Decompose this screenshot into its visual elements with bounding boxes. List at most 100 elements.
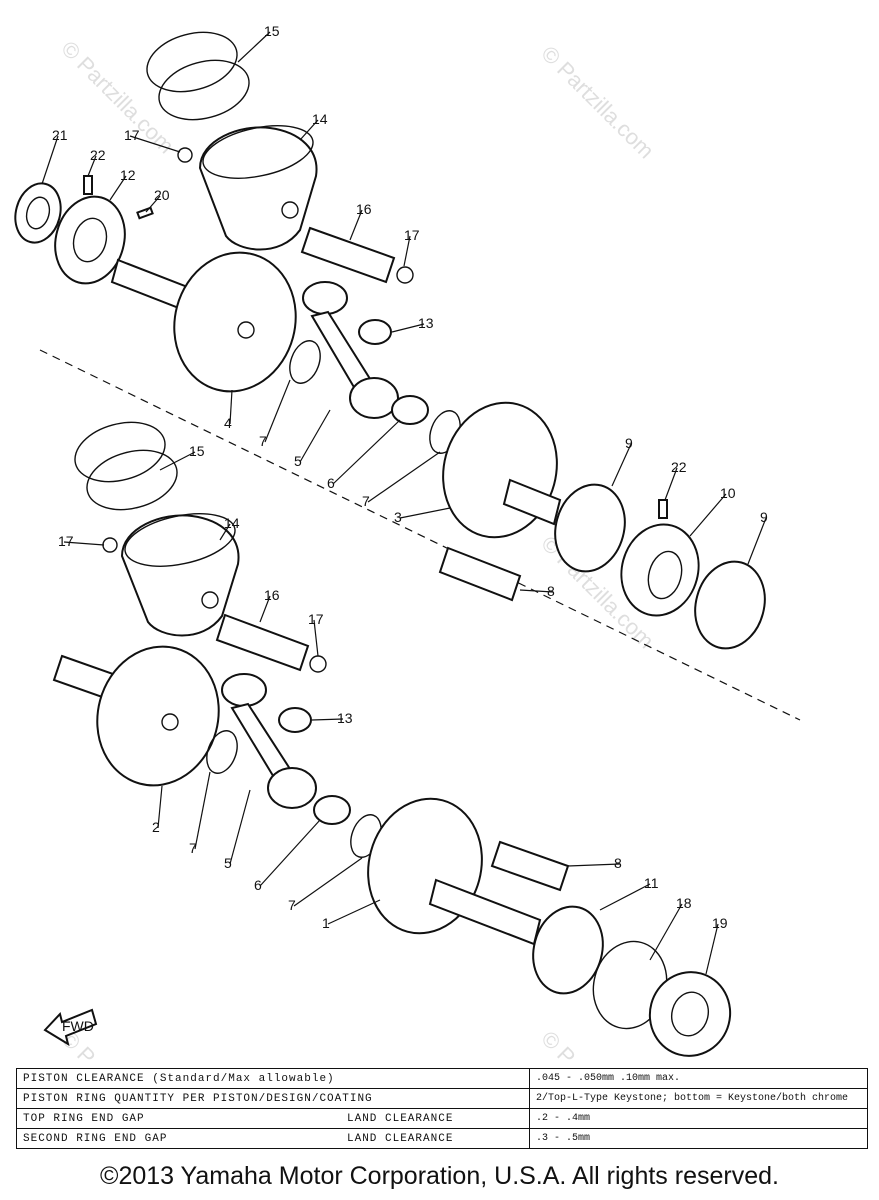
callout-leader xyxy=(404,236,410,266)
callout-number: 17 xyxy=(58,533,74,549)
callout-leader xyxy=(110,176,126,200)
callout-number: 14 xyxy=(312,111,328,127)
callout-leader xyxy=(260,820,320,886)
callout-leader xyxy=(300,410,330,462)
callout-number: 5 xyxy=(224,855,232,871)
spec-table: PISTON CLEARANCE (Standard/Max allowable… xyxy=(16,1068,868,1149)
callout-number: 15 xyxy=(189,443,205,459)
needle-bearing-13-upper xyxy=(359,320,391,344)
callout-leader xyxy=(568,864,620,866)
spec-row: PISTON CLEARANCE (Standard/Max allowable… xyxy=(16,1068,868,1089)
callout-number: 6 xyxy=(254,877,262,893)
fwd-arrow: FWD xyxy=(45,1010,96,1044)
callout-leader xyxy=(312,719,343,720)
spec-sublabel: LAND CLEARANCE xyxy=(347,1132,454,1145)
callout-number: 7 xyxy=(362,493,370,509)
piston-pin-hole-upper xyxy=(282,202,298,218)
callout-leader xyxy=(230,790,250,864)
oil-seal-19 xyxy=(640,963,739,1060)
spec-label-cell: PISTON RING QUANTITY PER PISTON/DESIGN/C… xyxy=(16,1088,530,1109)
callout-leader xyxy=(328,900,380,924)
oil-seal-19-inner xyxy=(667,988,713,1040)
callout-leader xyxy=(665,468,677,500)
needle-bearing-13-lower xyxy=(279,708,311,732)
bearing-12-inner xyxy=(69,215,111,266)
callout-leader xyxy=(42,136,58,184)
callout-leader xyxy=(195,772,210,849)
dowel-pin-upper xyxy=(84,176,92,194)
conrod-big-end-lower xyxy=(268,768,316,808)
callout-number: 21 xyxy=(52,127,68,143)
fwd-label: FWD xyxy=(62,1018,94,1034)
bearing-11 xyxy=(524,899,612,1002)
callout-number: 7 xyxy=(189,840,197,856)
circlip-upper-right xyxy=(397,267,413,283)
callout-leader xyxy=(706,924,718,974)
spec-value: .2 - .4mm xyxy=(529,1108,868,1129)
callout-leader xyxy=(392,324,424,332)
crank-pin-8-lower xyxy=(492,842,568,890)
callout-number: 22 xyxy=(90,147,106,163)
callout-leader xyxy=(400,508,450,518)
crank-pin-8-upper xyxy=(440,548,520,600)
watermark-5: © Partzilla.com xyxy=(536,1026,659,1060)
callout-labels: 1514171617212212201347567392210981514171… xyxy=(42,23,768,974)
callout-leader xyxy=(314,620,318,656)
spec-row: PISTON RING QUANTITY PER PISTON/DESIGN/C… xyxy=(16,1088,868,1109)
watermark-1: © Partzilla.com xyxy=(56,36,179,159)
callout-number: 7 xyxy=(259,433,267,449)
callout-number: 17 xyxy=(124,127,140,143)
callout-number: 8 xyxy=(547,583,555,599)
callout-number: 6 xyxy=(327,475,335,491)
circlip-lower-right xyxy=(310,656,326,672)
callout-number: 17 xyxy=(404,227,420,243)
callout-number: 13 xyxy=(418,315,434,331)
spec-value: .045 - .050mm .10mm max. xyxy=(529,1068,868,1089)
spec-label: PISTON CLEARANCE (Standard/Max allowable… xyxy=(23,1072,335,1085)
callout-leader xyxy=(146,196,160,212)
callout-leader xyxy=(748,518,766,564)
callout-leader xyxy=(160,452,195,470)
callout-number: 17 xyxy=(308,611,324,627)
circlip-upper-left xyxy=(178,148,192,162)
labyrinth-seal-10 xyxy=(611,516,708,625)
spec-value: .3 - .5mm xyxy=(529,1128,868,1149)
piston-upper xyxy=(200,127,317,249)
callout-number: 13 xyxy=(337,710,353,726)
conrod-small-end-lower xyxy=(222,674,266,706)
callout-leader xyxy=(64,542,104,545)
piston-ring-upper-b xyxy=(152,51,255,129)
spec-label-cell: PISTON CLEARANCE (Standard/Max allowable… xyxy=(16,1068,530,1089)
piston-crown-upper xyxy=(198,117,318,187)
crank-shaft-3 xyxy=(504,480,560,524)
callout-number: 2 xyxy=(152,819,160,835)
circlip-lower-left xyxy=(103,538,117,552)
fwd-arrow-icon xyxy=(45,1010,96,1044)
callout-leader xyxy=(650,904,682,960)
needle-bearing-6-upper xyxy=(392,396,428,424)
upper-assembly xyxy=(9,23,774,656)
spec-sublabel: LAND CLEARANCE xyxy=(347,1112,454,1125)
thrust-washer-upper-a xyxy=(284,337,325,388)
callout-leader xyxy=(368,452,440,502)
callout-number: 22 xyxy=(671,459,687,475)
callout-number: 20 xyxy=(154,187,170,203)
piston-crown-lower xyxy=(120,505,240,575)
spec-label: TOP RING END GAP xyxy=(23,1112,145,1125)
piston-ring-lower-b xyxy=(80,441,183,519)
callout-leader xyxy=(230,390,232,424)
piston-lower xyxy=(122,515,239,635)
piston-ring-lower-a xyxy=(68,413,171,491)
callout-number: 8 xyxy=(614,855,622,871)
piston-pin-upper xyxy=(302,228,394,282)
callout-number: 1 xyxy=(322,915,330,931)
divider-line xyxy=(40,350,800,720)
callout-number: 9 xyxy=(760,509,768,525)
callout-leader xyxy=(88,156,96,176)
conrod-small-end-upper xyxy=(303,282,347,314)
callout-leader xyxy=(220,524,230,540)
callout-number: 15 xyxy=(264,23,280,39)
callout-number: 19 xyxy=(712,915,728,931)
